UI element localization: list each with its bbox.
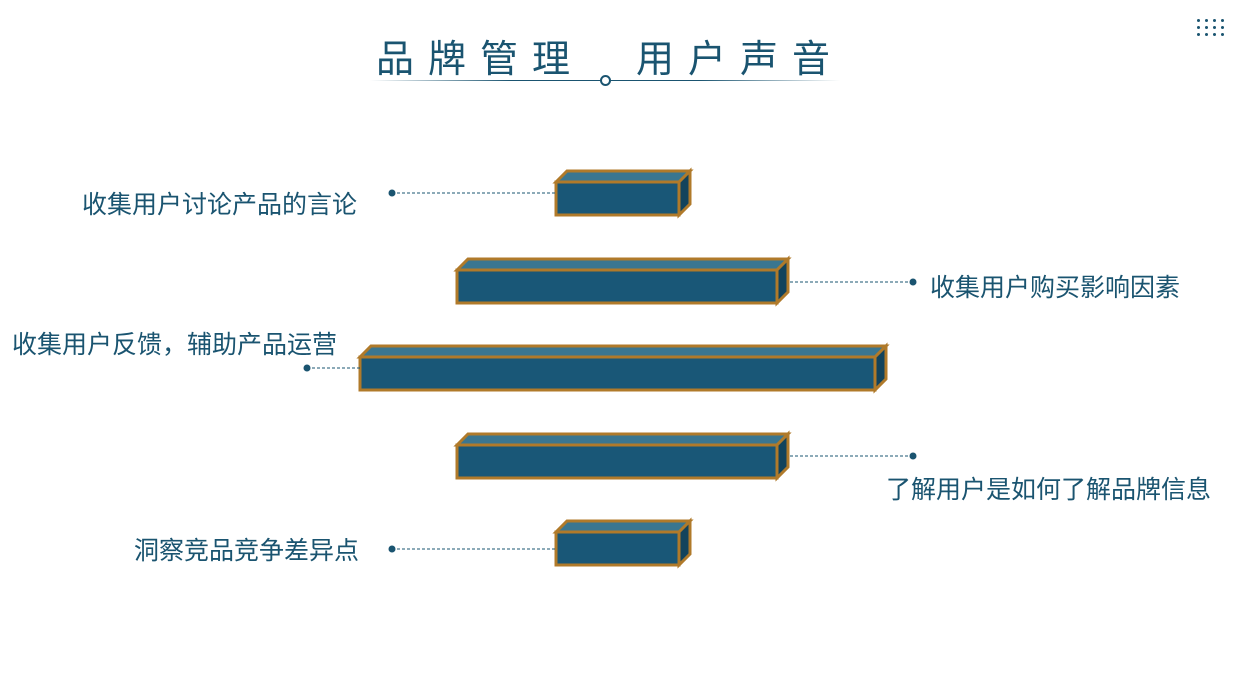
bar-2 (453, 255, 792, 307)
bar-4 (453, 430, 792, 482)
bar-5 (552, 517, 694, 569)
item-label-1: 收集用户讨论产品的言论 (82, 190, 358, 219)
connector-4 (790, 452, 917, 460)
title-divider-dot (600, 75, 611, 86)
bar-1 (552, 167, 694, 219)
connector-2 (790, 278, 917, 286)
connector-3 (303, 364, 360, 372)
item-label-3: 收集用户反馈，辅助产品运营 (12, 330, 338, 359)
item-label-4: 了解用户是如何了解品牌信息 (886, 475, 1212, 504)
slide-title: 品牌管理 用户声音 (360, 28, 860, 83)
item-label-2: 收集用户购买影响因素 (930, 273, 1181, 302)
title-left: 品牌管理 (375, 37, 584, 81)
bar-3 (356, 342, 890, 394)
connector-5 (388, 545, 556, 553)
title-right: 用户声音 (636, 37, 845, 81)
grid-menu-icon[interactable] (1197, 19, 1225, 36)
item-label-5: 洞察竞品竞争差异点 (134, 536, 360, 565)
connector-1 (388, 189, 556, 197)
